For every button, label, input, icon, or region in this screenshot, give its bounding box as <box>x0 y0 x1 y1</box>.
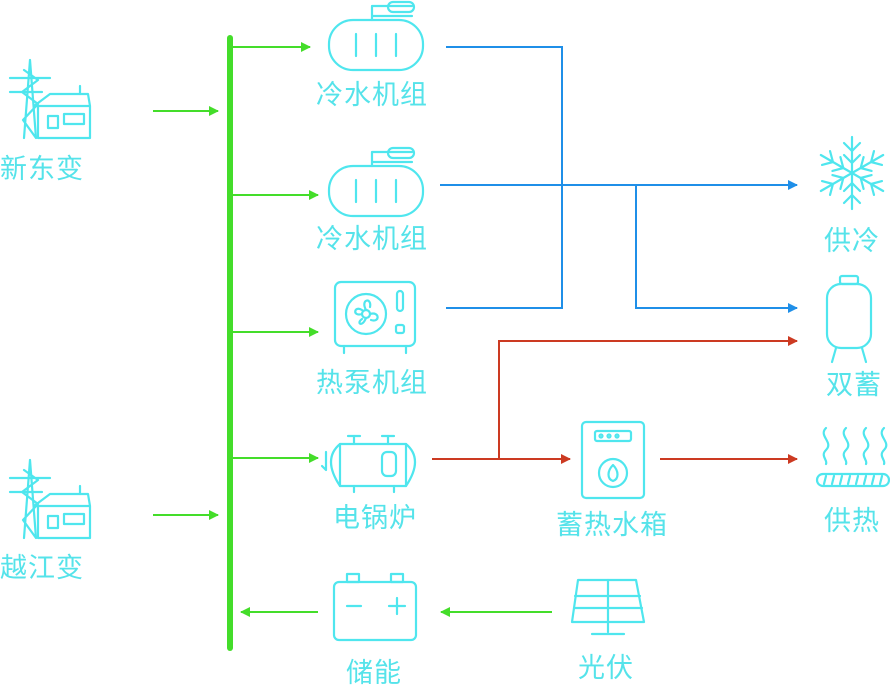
output-label-dual-storage: 双蓄 <box>826 370 882 401</box>
source-label-xindong: 新东变 <box>0 154 84 185</box>
cold-line-chiller-1 <box>446 46 563 309</box>
power-bus <box>153 35 552 651</box>
chiller-icon <box>327 146 425 218</box>
solar-label: 光伏 <box>578 653 634 684</box>
unit-label-heat-pump: 热泵机组 <box>316 368 428 399</box>
snowflake-icon <box>819 135 885 211</box>
substation-icon <box>8 458 92 540</box>
unit-label-battery: 储能 <box>346 658 402 689</box>
solar-panel-icon <box>570 578 646 636</box>
electric-boiler-icon <box>320 434 417 494</box>
cooling-lines <box>440 46 798 313</box>
storage-tank-label: 蓄热水箱 <box>556 510 668 541</box>
unit-label-chiller-2: 冷水机组 <box>316 224 428 255</box>
water-tank-icon <box>580 420 646 500</box>
heat-pump-icon <box>333 280 417 355</box>
heat-arrow-storage <box>498 336 798 459</box>
heating-lines <box>432 336 798 464</box>
dual-storage-tank-icon <box>825 274 873 364</box>
unit-label-boiler: 电锅炉 <box>333 503 417 534</box>
battery-icon <box>332 572 418 642</box>
chiller-icon <box>327 0 425 72</box>
cold-arrow-storage <box>635 185 798 313</box>
source-label-yuejiang: 越江变 <box>0 553 84 584</box>
substation-icon <box>8 58 92 140</box>
unit-label-chiller-1: 冷水机组 <box>316 80 428 111</box>
output-label-cooling: 供冷 <box>824 226 880 257</box>
heating-icon <box>815 426 890 488</box>
output-label-heating: 供热 <box>824 506 880 537</box>
